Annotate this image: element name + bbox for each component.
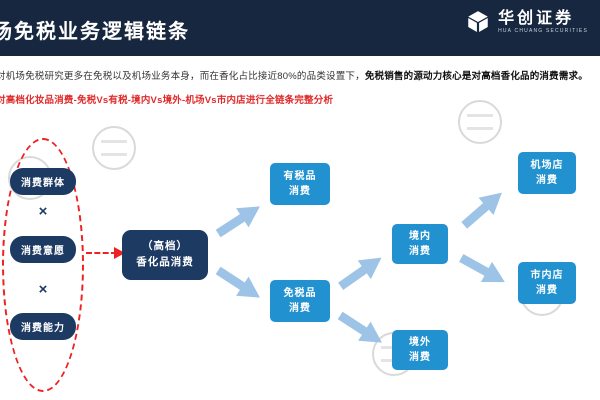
arrow-center-to-taxed-icon xyxy=(211,195,267,244)
node-consumer-group: 消费群体 xyxy=(10,168,76,195)
drivers-dashed-ellipse xyxy=(2,138,84,392)
red-arrow-head-icon xyxy=(114,247,125,259)
node-highend-cosmetics: （高档） 香化品消费 xyxy=(122,230,208,280)
node-downtown-store-consumption: 市内店 消费 xyxy=(518,262,576,304)
red-dashed-arrow-line xyxy=(86,252,117,254)
multiply-sign: × xyxy=(38,281,48,298)
node-domestic-consumption: 境内 消费 xyxy=(392,224,448,264)
intro-line1-normal: 对机场免税研究更多在免税以及机场业务本身，而在香化占比接近80%的品类设置下， xyxy=(0,71,365,82)
node-consumer-willingness: 消费意愿 xyxy=(10,236,76,263)
watermark-stamp xyxy=(458,100,502,144)
company-logo: 华创证券 HUA CHUANG SECURITIES xyxy=(465,9,588,35)
node-airport-line1: 机场店 xyxy=(530,160,564,171)
node-dutyfree-consumption: 免税品 消费 xyxy=(270,280,330,322)
node-dutyfree-line2: 消费 xyxy=(289,303,311,314)
node-taxed-consumption: 有税品 消费 xyxy=(270,163,330,205)
node-dutyfree-line1: 免税品 xyxy=(283,288,317,299)
logo-text: 华创证券 HUA CHUANG SECURITIES xyxy=(498,9,588,35)
node-airport-store-consumption: 机场店 消费 xyxy=(518,152,576,194)
node-overseas-consumption: 境外 消费 xyxy=(392,330,448,370)
arrow-domestic-to-downtown-icon xyxy=(455,247,511,294)
arrow-center-to-dutyfree-icon xyxy=(211,259,267,308)
arrow-dutyfree-to-domestic-icon xyxy=(333,247,389,297)
intro-line2: 对高档化妆品消费-免税Vs有税-境内Vs境外-机场Vs市内店进行全链条完整分析 xyxy=(0,95,334,106)
node-overseas-line2: 消费 xyxy=(409,352,431,363)
multiply-sign: × xyxy=(38,203,48,220)
node-downtown-line2: 消费 xyxy=(536,285,558,296)
header-bar: 场免税业务逻辑链条 华创证券 HUA CHUANG SECURITIES xyxy=(0,0,600,56)
node-taxed-line1: 有税品 xyxy=(283,171,317,182)
intro-line1: 对机场免税研究更多在免税以及机场业务本身，而在香化占比接近80%的品类设置下，免… xyxy=(0,68,600,82)
center-node-line1: （高档） xyxy=(142,240,188,253)
intro-line1-emphasis: 免税销售的源动力核心是对高档香化品的消费需求。 xyxy=(364,71,588,82)
node-domestic-line2: 消费 xyxy=(409,246,431,257)
node-consumer-ability: 消费能力 xyxy=(10,313,76,340)
center-node-line2: 香化品消费 xyxy=(136,256,194,268)
node-downtown-line1: 市内店 xyxy=(530,270,564,281)
node-domestic-line1: 境内 xyxy=(409,231,431,242)
cube-logo-icon xyxy=(468,11,488,33)
node-taxed-line2: 消费 xyxy=(289,186,311,197)
logo-name-en: HUA CHUANG SECURITIES xyxy=(498,28,588,35)
page-title: 场免税业务逻辑链条 xyxy=(0,21,190,43)
arrow-domestic-to-airport-icon xyxy=(456,183,511,235)
node-airport-line2: 消费 xyxy=(536,175,558,186)
watermark-stamp xyxy=(92,126,136,170)
node-overseas-line1: 境外 xyxy=(409,337,431,348)
logo-name-cn: 华创证券 xyxy=(498,10,575,27)
